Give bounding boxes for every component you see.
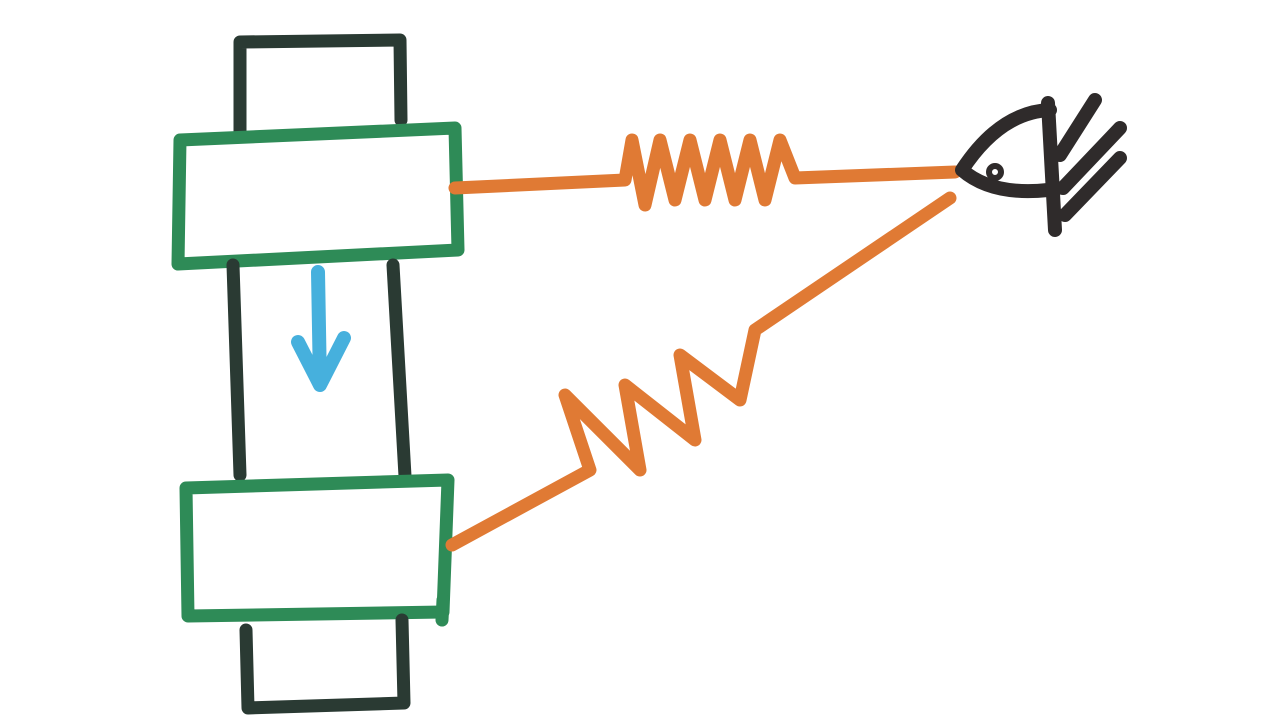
center-post-right	[386, 258, 412, 483]
lower-spring	[445, 191, 957, 552]
eye-icon	[955, 93, 1127, 237]
upper-spring	[448, 133, 962, 212]
upper-plate	[171, 121, 465, 271]
center-post-left	[226, 258, 247, 482]
bottom-post	[239, 613, 411, 715]
eye-lashes	[1041, 93, 1127, 237]
lower-plate-tail	[435, 593, 450, 627]
eye-outline	[955, 103, 1057, 199]
lower-plate	[179, 473, 455, 623]
eye-pupil	[986, 163, 1004, 181]
motion-arrow	[291, 265, 351, 392]
top-post	[233, 33, 408, 141]
